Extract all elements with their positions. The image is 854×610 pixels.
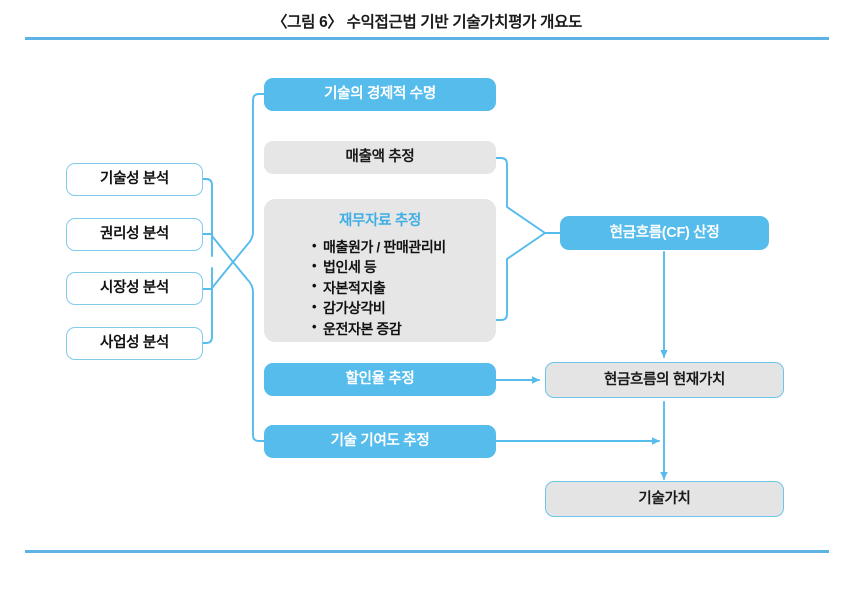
- connector-input-4: [202, 267, 213, 344]
- panel-title-financial-data: 재무자료 추정: [339, 213, 421, 229]
- connector-to-economic-life: [232, 93, 265, 263]
- connector-financial-to-apex: [495, 232, 546, 321]
- title-rule-top: [25, 37, 829, 40]
- financial-items-list: 매출원가 / 판매관리비 법인세 등 자본적지출 감가상각비 운전자본 증감: [264, 236, 496, 339]
- node-discount-rate-estimation[interactable]: 할인율 추정: [264, 363, 496, 396]
- node-technology-value[interactable]: 기술가치: [545, 481, 784, 517]
- connector-brace-left-lower: [211, 261, 234, 289]
- connector-to-tech-contribution: [232, 261, 265, 442]
- input-box-rights-analysis[interactable]: 권리성 분석: [66, 218, 203, 251]
- node-tech-contribution-estimation[interactable]: 기술 기여도 추정: [264, 425, 496, 458]
- input-box-business-analysis[interactable]: 사업성 분석: [66, 327, 203, 360]
- node-economic-life[interactable]: 기술의 경제적 수명: [264, 78, 496, 111]
- node-present-value-of-cash-flow[interactable]: 현금흐름의 현재가치: [545, 362, 784, 398]
- figure-rule-bottom: [25, 550, 829, 553]
- connector-input-1: [202, 178, 213, 257]
- list-item: 감가상각비: [312, 298, 496, 318]
- node-revenue-estimation[interactable]: 매출액 추정: [264, 141, 496, 174]
- figure-title: 〈그림 6〉 수익접근법 기반 기술가치평가 개요도: [271, 14, 583, 31]
- input-box-market-analysis[interactable]: 시장성 분석: [66, 272, 203, 305]
- list-item: 매출원가 / 판매관리비: [312, 236, 496, 257]
- connector-revenue-to-apex: [495, 157, 546, 234]
- input-box-technology-analysis[interactable]: 기술성 분석: [66, 163, 203, 196]
- list-item: 법인세 등: [312, 257, 496, 277]
- list-item: 운전자본 증감: [312, 318, 496, 339]
- panel-financial-data-estimation[interactable]: 재무자료 추정 매출원가 / 판매관리비 법인세 등 자본적지출 감가상각비 운…: [264, 199, 496, 342]
- list-item: 자본적지출: [312, 277, 496, 298]
- connector-brace-left-upper: [211, 235, 234, 263]
- node-cash-flow-calculation[interactable]: 현금흐름(CF) 산정: [560, 216, 769, 250]
